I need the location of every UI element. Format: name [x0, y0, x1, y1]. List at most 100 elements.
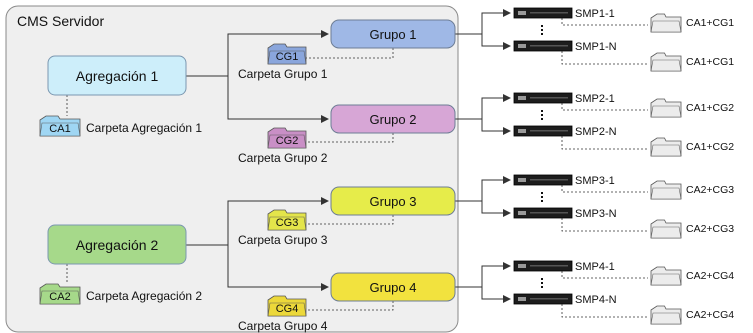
- group-1-folder-caption: Carpeta Grupo 1: [238, 67, 328, 81]
- aggregation-1-label: Agregación 1: [76, 68, 159, 84]
- player-2-1-folder-icon-front: [650, 105, 682, 118]
- player-2-2-folder-link: [561, 136, 648, 150]
- group-3-folder-icon-front: [267, 216, 307, 231]
- group-4-box: [330, 272, 456, 302]
- group-3-folder-caption: Carpeta Grupo 3: [238, 233, 328, 247]
- player-1-2-name: SMP1-N: [575, 41, 617, 53]
- group-2-to-player-1: [481, 94, 511, 119]
- player-3-1-name: SMP3-1: [575, 175, 615, 187]
- player-2-1-folder-label: CA1+CG2: [686, 102, 734, 114]
- group-1-box: [330, 19, 456, 49]
- group-1-folder-link: [306, 48, 394, 59]
- group-1-ellipsis-dot-2: [541, 29, 543, 31]
- group-1-label: Grupo 1: [370, 27, 417, 42]
- player-4-1-folder-link: [561, 271, 648, 279]
- group-1-folder-tag: CG1: [276, 51, 299, 63]
- player-2-2-folder-icon-front: [650, 144, 682, 157]
- player-4-1-name: SMP4-1: [575, 261, 615, 273]
- aggregation-2-to-group-4: [227, 245, 329, 291]
- player-4-1-folder-label: CA2+CG4: [686, 270, 734, 282]
- player-3-1-folder-icon-front: [650, 187, 682, 200]
- player-3-2-folder-link: [561, 218, 648, 232]
- aggregation-1-to-group-1: [227, 30, 329, 76]
- aggregation-2-box: [47, 224, 187, 265]
- player-3-1-device-slot: [530, 179, 568, 181]
- group-2-folder-link: [306, 133, 394, 143]
- player-2-1-device-slot: [530, 97, 568, 99]
- player-4-1-folder-icon-front: [650, 273, 682, 286]
- aggregation-1-to-group-2: [227, 76, 329, 123]
- player-2-2-name: SMP2-N: [575, 126, 617, 138]
- player-2-1-device-led: [518, 96, 526, 100]
- player-3-2-name: SMP3-N: [575, 208, 617, 220]
- group-3-ellipsis-dot-2: [541, 196, 543, 198]
- player-1-2-folder-icon-front: [650, 59, 682, 72]
- player-4-2-name: SMP4-N: [575, 294, 617, 306]
- group-4-ellipsis-dot-3: [541, 286, 543, 288]
- player-1-2-device-slot: [530, 45, 568, 47]
- group-1-folder-icon-front: [267, 50, 307, 65]
- group-3-box: [330, 186, 456, 216]
- player-2-1-folder-link: [561, 103, 648, 111]
- player-1-1-device-slot: [530, 12, 568, 14]
- player-2-2-device-led: [518, 129, 526, 133]
- group-4-folder-link: [306, 301, 394, 311]
- aggregation-1-folder-tag: CA1: [49, 123, 70, 135]
- group-4-ellipsis-dot-2: [541, 282, 543, 284]
- group-4-label: Grupo 4: [370, 280, 417, 295]
- aggregation-2-folder-icon-front: [39, 290, 81, 305]
- group-3-folder-link: [306, 215, 394, 225]
- group-4-folder-caption: Carpeta Grupo 4: [238, 319, 328, 333]
- group-4-to-player-1: [481, 262, 511, 287]
- player-4-1-device-slot: [530, 265, 568, 267]
- player-1-2-folder-link: [561, 51, 648, 65]
- player-1-1-device-led: [518, 11, 526, 15]
- group-1-ellipsis-dot-3: [541, 33, 543, 35]
- aggregation-2-folder-tag: CA2: [49, 291, 70, 303]
- group-1-to-player-1: [481, 9, 511, 34]
- group-1-to-player-n: [481, 34, 511, 50]
- group-1-ellipsis-dot-1: [541, 25, 543, 27]
- player-3-2-device-led: [518, 211, 526, 215]
- group-2-ellipsis-dot-1: [541, 110, 543, 112]
- player-1-2-folder-label: CA1+CG1: [686, 56, 734, 68]
- player-1-1-folder-link: [561, 18, 648, 26]
- group-4-ellipsis-dot-1: [541, 278, 543, 280]
- player-2-1-name: SMP2-1: [575, 93, 615, 105]
- player-3-2-folder-icon-front: [650, 226, 682, 239]
- player-1-2-device-led: [518, 44, 526, 48]
- group-3-ellipsis-dot-3: [541, 200, 543, 202]
- connections: [66, 9, 648, 318]
- player-4-2-folder-icon-front: [650, 312, 682, 325]
- group-3-ellipsis-dot-1: [541, 192, 543, 194]
- group-2-to-player-n: [481, 119, 511, 135]
- group-3-label: Grupo 3: [370, 194, 417, 209]
- group-3-to-player-n: [481, 201, 511, 217]
- player-1-1-folder-label: CA1+CG1: [686, 17, 734, 29]
- group-2-box: [330, 104, 456, 134]
- player-3-1-folder-label: CA2+CG3: [686, 184, 734, 196]
- player-1-1-name: SMP1-1: [575, 8, 615, 20]
- group-2-ellipsis-dot-2: [541, 114, 543, 116]
- player-4-1-device-led: [518, 264, 526, 268]
- aggregation-1-folder-caption: Carpeta Agregación 1: [86, 121, 202, 135]
- player-3-1-folder-link: [561, 185, 648, 193]
- player-4-2-device-slot: [530, 298, 568, 300]
- group-2-folder-tag: CG2: [276, 135, 299, 147]
- cms-server-title: CMS Servidor: [17, 13, 104, 29]
- aggregation-2-label: Agregación 2: [76, 237, 159, 253]
- player-1-1-folder-icon-front: [650, 20, 682, 33]
- player-4-2-device-led: [518, 297, 526, 301]
- group-2-folder-icon-front: [267, 134, 307, 149]
- player-3-2-folder-label: CA2+CG3: [686, 223, 734, 235]
- player-4-2-folder-label: CA2+CG4: [686, 309, 734, 321]
- player-3-2-device-slot: [530, 212, 568, 214]
- player-2-2-device-slot: [530, 130, 568, 132]
- player-2-2-folder-label: CA1+CG2: [686, 141, 734, 153]
- aggregation-1-box: [47, 55, 187, 96]
- group-2-label: Grupo 2: [370, 112, 417, 127]
- aggregation-2-to-group-3: [227, 197, 329, 245]
- group-2-folder-caption: Carpeta Grupo 2: [238, 151, 328, 165]
- group-4-to-player-n: [481, 287, 511, 303]
- nodes: Agregación 1 CA1 Carpeta Agregación 1 Agreg…: [39, 7, 734, 333]
